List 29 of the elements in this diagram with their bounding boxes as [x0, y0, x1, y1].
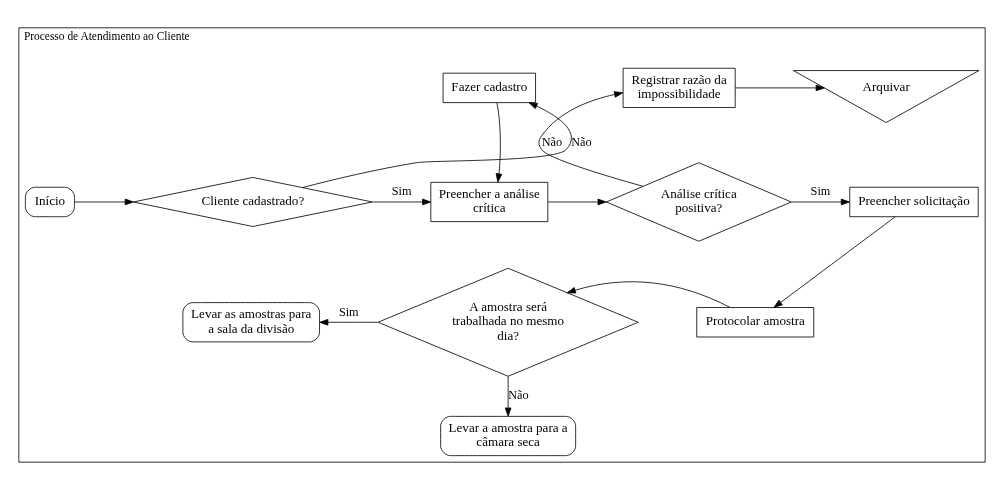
- arrow: [495, 102, 503, 183]
- node-box: Levar a amostra para a câmara seca: [440, 415, 577, 457]
- node-diamond: Cliente cadastrado?: [132, 177, 373, 227]
- arrow: [319, 319, 379, 326]
- node-box: Levar as amostras para a sala da divisão: [182, 302, 320, 343]
- edge-label: Sim: [391, 184, 412, 199]
- node-box: Registrar razão da impossibilidade: [622, 67, 736, 108]
- arrow: [538, 91, 644, 187]
- node-box: Preencher solicitação: [849, 186, 979, 218]
- arrow: [504, 376, 512, 417]
- edge-label: Sim: [338, 304, 359, 319]
- node-box: Protocolar amostra: [696, 307, 815, 338]
- arrow: [547, 198, 607, 206]
- edge-label: Sim: [810, 184, 831, 199]
- arrow: [74, 198, 134, 206]
- arrow: [790, 198, 850, 206]
- node-box: Início: [24, 186, 75, 218]
- node-box: Preencher a análise crítica: [430, 181, 549, 223]
- node-diamond: A amostra será trabalhada no mesmo dia?: [377, 267, 639, 377]
- arrow: [302, 102, 572, 188]
- arrow: [566, 281, 731, 308]
- edge-label: Não: [508, 388, 529, 403]
- edge-label: Não: [541, 134, 563, 149]
- arrow: [372, 198, 432, 206]
- edge-label: Não: [571, 134, 592, 149]
- node-diamond: Análise crítica positiva?: [605, 162, 792, 242]
- node-box: Fazer cadastro: [442, 72, 536, 104]
- arrow: [734, 84, 825, 92]
- arrow: [773, 216, 896, 308]
